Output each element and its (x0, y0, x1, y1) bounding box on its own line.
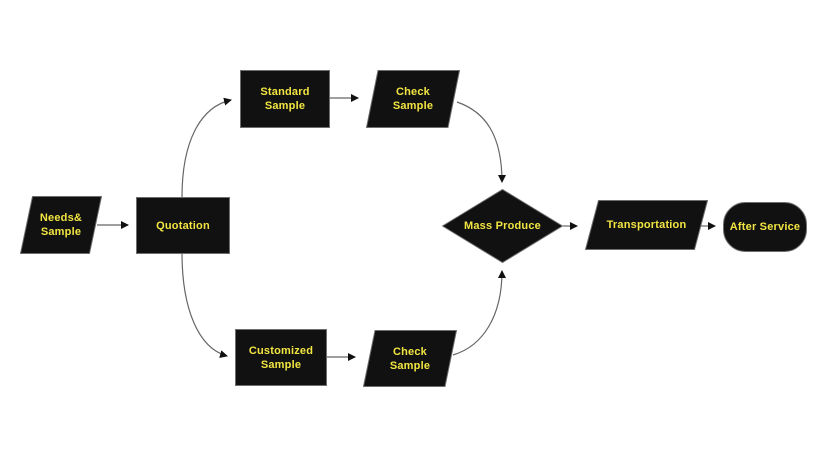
edge-quotation-to-customized-sample (181, 252, 228, 358)
parallelogram-shape (585, 200, 708, 250)
node-label: Mass Produce (464, 220, 541, 232)
node-standard-sample: Standard Sample (240, 70, 330, 128)
node-label: Needs& Sample (39, 212, 83, 238)
edge-check-sample-bottom-to-mass-produce (452, 270, 506, 356)
rectangle-shape (136, 197, 230, 254)
rectangle-shape (240, 70, 330, 128)
node-after-service: After Service (723, 202, 807, 252)
node-check-sample-bottom: Check Sample (363, 330, 457, 387)
node-needs-sample: Needs& Sample (20, 196, 102, 254)
node-label: Check Sample (392, 86, 434, 112)
node-customized-sample: Customized Sample (235, 329, 327, 386)
node-mass-produce: Mass Produce (442, 189, 563, 263)
edge-quotation-to-standard-sample (181, 97, 232, 198)
parallelogram-shape (20, 196, 102, 254)
node-label: Check Sample (389, 345, 431, 372)
node-quotation: Quotation (136, 197, 230, 254)
diamond-shape (442, 189, 563, 263)
node-transportation: Transportation (585, 200, 708, 250)
parallelogram-shape (363, 330, 457, 387)
node-label: After Service (729, 221, 801, 233)
node-label: Customized Sample (248, 344, 314, 371)
node-check-sample-top: Check Sample (366, 70, 460, 128)
rectangle-shape (235, 329, 327, 386)
node-label: Quotation (156, 219, 210, 232)
node-label: Transportation (606, 219, 687, 231)
parallelogram-shape (366, 70, 460, 128)
stadium-shape (723, 202, 807, 252)
node-label: Standard Sample (260, 86, 310, 112)
edge-check-sample-top-to-mass-produce (456, 101, 506, 183)
